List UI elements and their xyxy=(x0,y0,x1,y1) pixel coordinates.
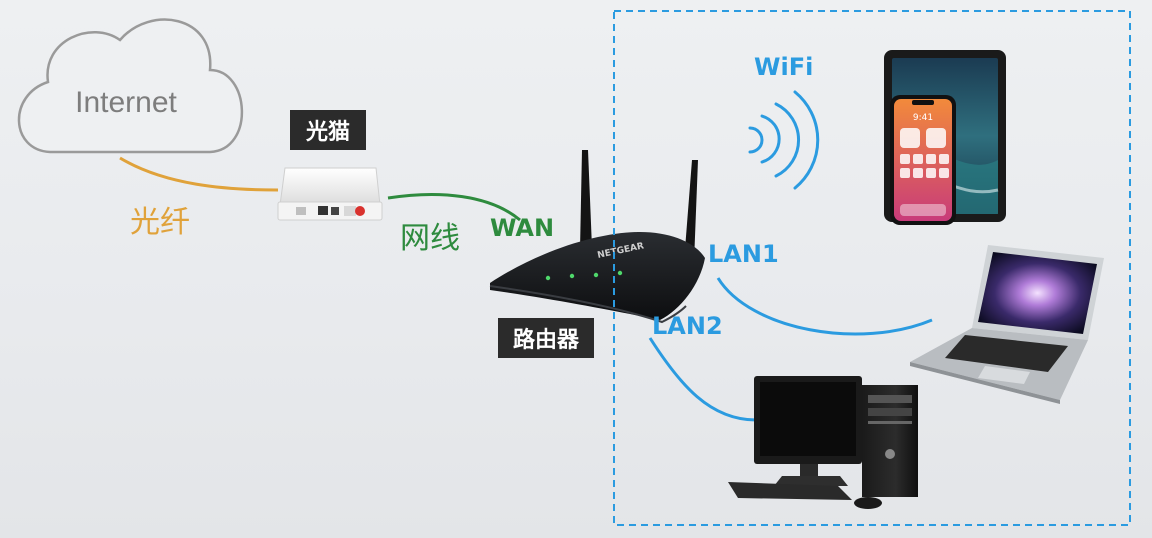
router-label-box: 路由器 xyxy=(498,318,594,358)
modem-label: 光猫 xyxy=(305,120,350,145)
lan1-line xyxy=(716,277,933,336)
router-label: 路由器 xyxy=(513,327,580,353)
laptop-device xyxy=(910,245,1104,404)
cable-line xyxy=(387,193,521,222)
lan2-label: LAN2 xyxy=(652,312,723,340)
phone-device: 9:41 xyxy=(890,95,956,225)
wan-label: WAN xyxy=(490,214,554,242)
cable-label: 网线 xyxy=(400,221,460,256)
fiber-label: 光纤 xyxy=(130,205,190,240)
modem-label-box: 光猫 xyxy=(290,110,366,150)
fiber-line xyxy=(119,156,279,192)
lan1-label: LAN1 xyxy=(708,240,779,268)
lan-area-border xyxy=(613,10,1131,526)
phone-time: 9:41 xyxy=(913,113,933,123)
router-device: NETGEAR xyxy=(489,150,705,324)
wifi-signal-icon xyxy=(748,90,820,190)
modem-device xyxy=(277,167,383,221)
wifi-label: WiFi xyxy=(754,53,813,81)
internet-label: Internet xyxy=(75,86,177,119)
desktop-computer xyxy=(728,376,918,509)
internet-cloud: Internet xyxy=(17,18,244,154)
lan2-line xyxy=(648,337,757,422)
